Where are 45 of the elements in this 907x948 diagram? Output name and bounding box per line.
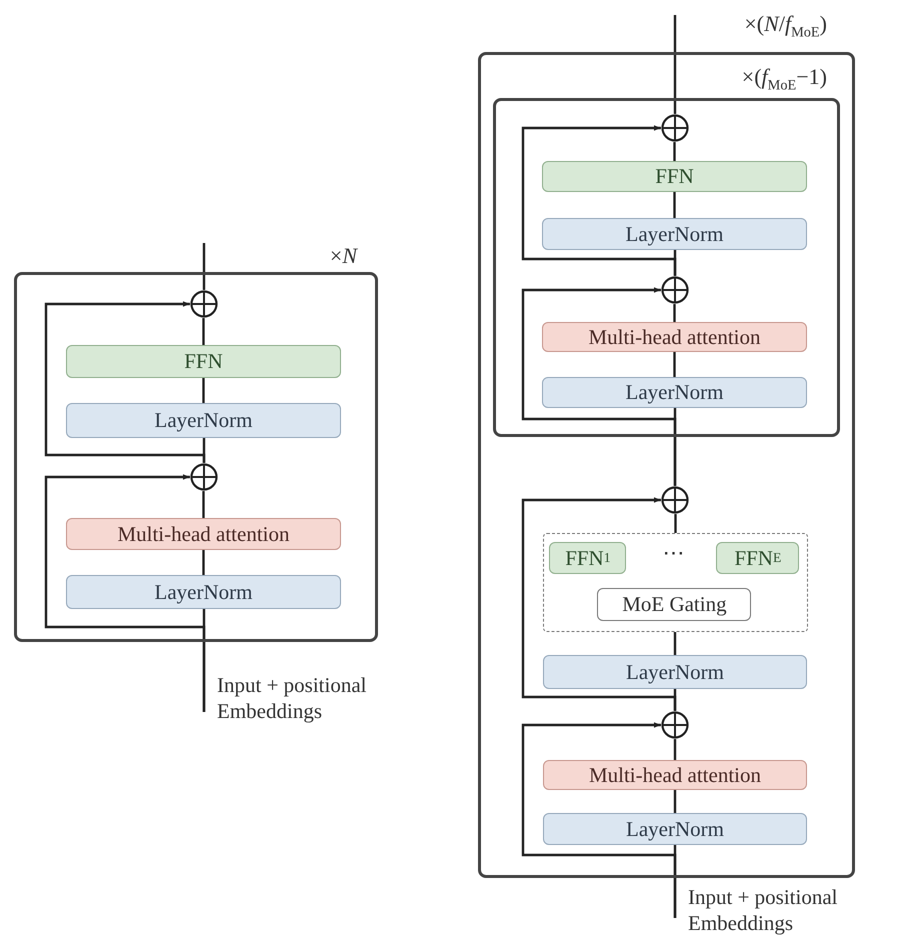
- sum-circle: [661, 114, 689, 142]
- repeat-count: ×(N/f$_{MoE}$): [744, 11, 827, 42]
- input-label: Input + positional Embeddings: [204, 672, 454, 744]
- layer-norm-block: LayerNorm: [543, 655, 807, 689]
- residual-arrow: [44, 474, 206, 712]
- layer-norm-block: LayerNorm: [543, 813, 807, 845]
- attention-block: Multi-head attention: [66, 518, 341, 550]
- connector-line: [202, 378, 205, 403]
- feed-forward-block: FFN: [66, 345, 341, 378]
- sum-circle: [661, 486, 689, 514]
- layer-norm-block: LayerNorm: [542, 218, 807, 250]
- connector-line: [674, 514, 677, 533]
- connector-line: [202, 491, 205, 518]
- attention-block: Multi-head attention: [542, 322, 807, 352]
- sum-circle: [190, 290, 218, 318]
- connector-line: [673, 304, 676, 322]
- ellipsis-label: ⋯: [662, 540, 684, 566]
- feed-forward-block: FFN: [542, 161, 807, 192]
- connector-line: [202, 318, 205, 345]
- sum-circle: [661, 711, 689, 739]
- residual-arrow: [522, 722, 676, 918]
- connector-line: [674, 15, 676, 114]
- residual-arrow: [522, 287, 676, 486]
- connector-line: [202, 550, 205, 575]
- layer-norm-block: LayerNorm: [66, 403, 341, 438]
- sum-circle: [190, 463, 218, 491]
- residual-arrow: [522, 125, 676, 276]
- input-label: Input + positional Embeddings: [675, 884, 907, 946]
- connector-line: [673, 142, 676, 161]
- gating-block: MoE Gating: [597, 588, 752, 622]
- connector-line: [673, 192, 676, 218]
- residual-arrow: [44, 301, 206, 463]
- layer-norm-block: LayerNorm: [542, 377, 807, 408]
- expert-group-box: [543, 533, 808, 632]
- repeat-count: ×N: [330, 243, 357, 269]
- layer-norm-block: LayerNorm: [66, 575, 341, 609]
- connector-line: [674, 739, 676, 760]
- connector-line: [202, 243, 206, 290]
- residual-arrow: [522, 497, 676, 711]
- connector-line: [674, 790, 676, 813]
- repeat-count: ×(f$_{MoE}$−1): [742, 64, 827, 94]
- connector-line: [674, 632, 676, 655]
- attention-block: Multi-head attention: [543, 760, 807, 790]
- sum-circle: [661, 276, 689, 304]
- connector-line: [673, 352, 676, 377]
